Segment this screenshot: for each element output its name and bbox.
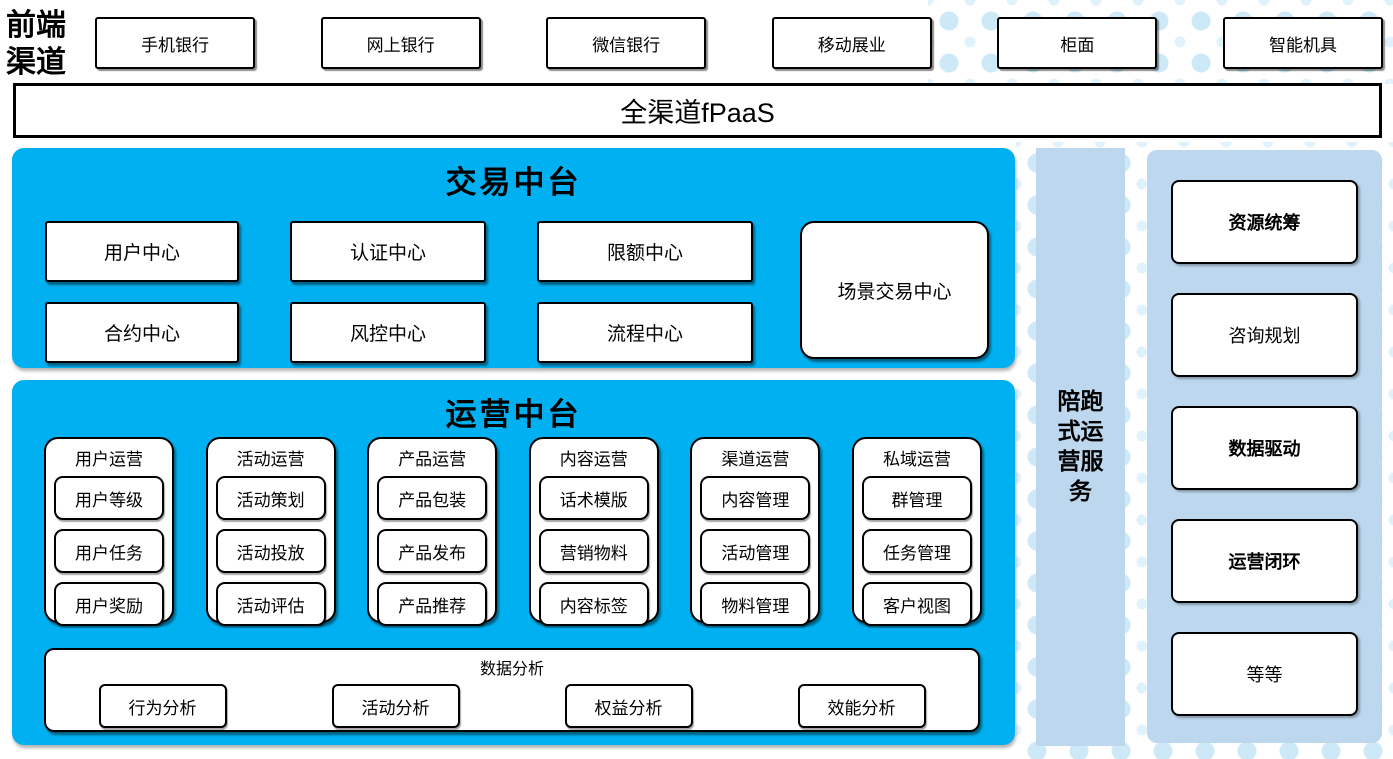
efficiency-analysis-box: 效能分析 [797,684,926,728]
ops-item: 用户等级 [54,476,164,520]
trade-platform-title: 交易中台 [445,165,582,200]
ops-item: 内容管理 [700,476,811,520]
front-channels-label: 前端渠道 [6,9,66,79]
ops-column-header: 内容运营 [559,450,628,469]
etc-box: 等等 [1171,632,1358,716]
data-analysis-title: 数据分析 [479,661,544,678]
rights-analysis-box: 权益分析 [564,684,693,728]
data-driven-box: 数据驱动 [1171,406,1358,490]
ops-item: 任务管理 [861,529,972,573]
operation-platform-title: 运营中台 [445,397,582,432]
ops-column-header: 活动运营 [236,450,305,469]
ops-item: 活动策划 [215,476,326,520]
resource-coordination-box: 资源统筹 [1171,180,1358,264]
activity-analysis-box: 活动分析 [331,684,460,728]
side-service-label: 陪跑式运营服务 [1057,388,1104,504]
ops-item: 内容标签 [538,582,649,626]
ops-item: 物料管理 [700,582,811,626]
ops-item: 产品推荐 [377,582,488,626]
data-analysis-container: 数据分析 行为分析 活动分析 权益分析 效能分析 [44,648,980,732]
process-center-box: 流程中心 [537,302,753,363]
trade-centers-grid: 用户中心 认证中心 限额中心 合约中心 风控中心 流程中心 [45,221,753,363]
channel-box-wechat-banking: 微信银行 [546,17,707,69]
behavior-analysis-box: 行为分析 [98,684,227,728]
channel-box-mobile-banking: 手机银行 [95,17,255,69]
limit-center-box: 限额中心 [537,221,753,282]
ops-item: 活动评估 [215,582,326,626]
operation-columns-row: 用户运营 用户等级 用户任务 用户奖励 活动运营 活动策划 活动投放 活动评估 … [44,437,982,626]
operation-loop-box: 运营闭环 [1171,519,1358,603]
auth-center-box: 认证中心 [290,221,486,282]
front-channels-row: 手机银行 网上银行 微信银行 移动展业 柜面 智能机具 [95,17,1383,69]
trade-platform-panel: 交易中台 用户中心 认证中心 限额中心 合约中心 风控中心 流程中心 场景交易中… [12,148,1015,368]
ops-column-header: 产品运营 [398,450,467,469]
channel-box-counter: 柜面 [997,17,1158,69]
consulting-planning-box: 咨询规划 [1171,293,1358,377]
ops-column-channel: 渠道运营 内容管理 活动管理 物料管理 [690,437,821,626]
ops-item: 营销物料 [538,529,649,573]
ops-item: 群管理 [861,476,972,520]
ops-item: 话术模版 [538,476,649,520]
user-center-box: 用户中心 [45,221,239,282]
ops-column-header: 私域运营 [882,450,951,469]
ops-item: 活动管理 [700,529,811,573]
ops-column-private-domain: 私域运营 群管理 任务管理 客户视图 [851,437,982,626]
data-analysis-row: 行为分析 活动分析 权益分析 效能分析 [46,684,978,728]
operation-platform-panel: 运营中台 用户运营 用户等级 用户任务 用户奖励 活动运营 活动策划 活动投放 … [12,380,1015,745]
channel-box-online-banking: 网上银行 [320,17,481,69]
ops-item: 产品包装 [377,476,488,520]
ops-column-header: 渠道运营 [721,450,790,469]
ops-item: 用户任务 [54,529,164,573]
channel-box-smart-devices: 智能机具 [1222,17,1383,69]
ops-column-content: 内容运营 话术模版 营销物料 内容标签 [528,437,659,626]
side-service-bar: 陪跑式运营服务 [1036,148,1125,746]
ops-column-product: 产品运营 产品包装 产品发布 产品推荐 [367,437,498,626]
fpaas-bar: 全渠道fPaaS [13,83,1382,138]
ops-item: 客户视图 [861,582,972,626]
ops-column-header: 用户运营 [75,450,143,469]
ops-column-user: 用户运营 用户等级 用户任务 用户奖励 [44,437,174,626]
scene-trade-center-box: 场景交易中心 [800,221,989,359]
channel-box-mobile-marketing: 移动展业 [771,17,932,69]
ops-item: 活动投放 [215,529,326,573]
right-service-panel: 资源统筹 咨询规划 数据驱动 运营闭环 等等 [1147,150,1382,743]
ops-column-activity: 活动运营 活动策划 活动投放 活动评估 [205,437,336,626]
risk-center-box: 风控中心 [290,302,486,363]
ops-item: 用户奖励 [54,582,164,626]
ops-item: 产品发布 [377,529,488,573]
contract-center-box: 合约中心 [45,302,239,363]
